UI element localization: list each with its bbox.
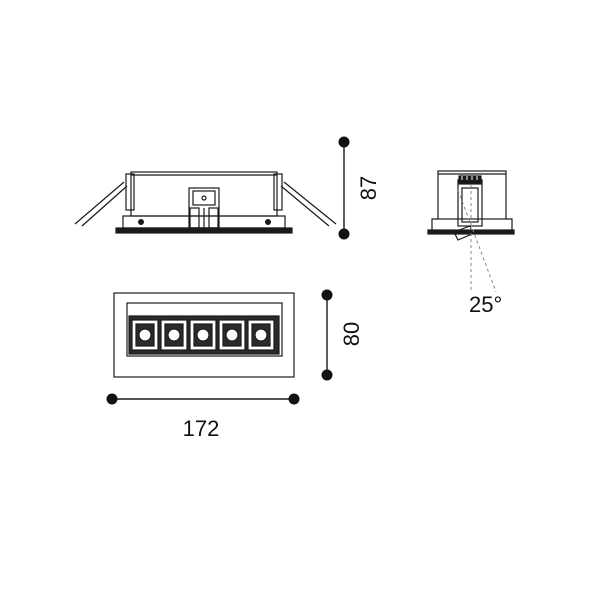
depth-dimension: 80	[321, 289, 364, 381]
left-screw	[138, 219, 145, 226]
end-view-body	[437, 170, 507, 220]
right-screw	[265, 219, 272, 226]
left-spring-clip-inner	[81, 185, 128, 227]
central-bracket-left-leg	[189, 207, 200, 229]
width-dimension-right-dot	[288, 393, 300, 405]
height-label: 87	[356, 176, 381, 200]
led-cell	[189, 319, 217, 351]
right-spring-clip-inner	[280, 185, 330, 227]
height-dimension-top-dot	[338, 136, 350, 148]
central-bracket-screw	[201, 195, 207, 201]
side-view	[74, 171, 337, 234]
central-bracket-top	[192, 190, 216, 206]
left-spring-clip	[74, 181, 125, 225]
trim-outline	[113, 292, 295, 378]
led-lens	[254, 328, 268, 342]
aperture-frame	[126, 302, 283, 357]
led-lens	[138, 328, 152, 342]
tilt-module-heatsink	[458, 175, 482, 185]
led-lens	[167, 328, 181, 342]
top-view	[113, 292, 295, 378]
width-dimension-left-dot	[106, 393, 118, 405]
trim-flange	[115, 227, 293, 234]
led-cell	[218, 319, 246, 351]
led-lens	[196, 328, 210, 342]
led-row	[131, 319, 275, 351]
width-label: 172	[183, 416, 220, 441]
depth-dimension-bottom-dot	[321, 369, 333, 381]
led-cell	[131, 319, 159, 351]
led-lens	[225, 328, 239, 342]
central-bracket-right-leg	[208, 207, 219, 229]
height-dimension: 87	[338, 136, 381, 240]
height-dimension-bottom-dot	[338, 228, 350, 240]
end-view-left-clip	[431, 218, 438, 230]
led-cell	[160, 319, 188, 351]
depth-label: 80	[339, 322, 364, 346]
depth-dimension-top-dot	[321, 289, 333, 301]
end-view-right-clip	[506, 218, 513, 230]
width-dimension: 172	[106, 393, 300, 441]
tilt-angle-indicator	[457, 185, 497, 293]
right-clip-bracket	[273, 173, 283, 211]
led-cell	[247, 319, 275, 351]
left-clip-bracket	[125, 173, 135, 211]
tilt-module-lens	[453, 225, 473, 241]
tilt-module-inner	[461, 187, 479, 223]
tilt-angle-label: 25°	[469, 292, 502, 317]
right-spring-clip	[283, 181, 337, 225]
tilt-axis-angled	[457, 189, 497, 293]
